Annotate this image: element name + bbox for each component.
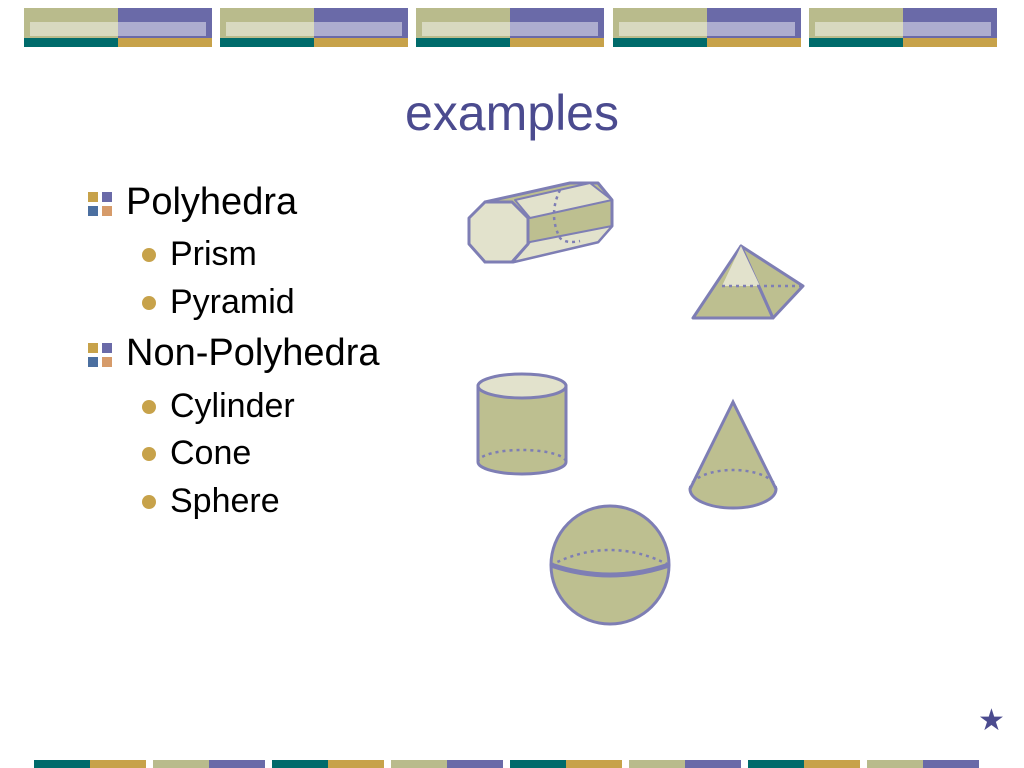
bottom-decorative-band [34,760,979,768]
band-tile [748,760,860,768]
band-tile [34,760,146,768]
pyramid-illustration [691,244,805,320]
bullet-cylinder: Cylinder [170,387,295,425]
gold-dot-icon [142,447,156,461]
gold-dot-icon [142,248,156,262]
bullet-prism: Prism [170,235,257,273]
bullet-pyramid: Pyramid [170,283,295,321]
quartered-square-icon [88,343,112,367]
cone-illustration [688,398,778,510]
band-tile [391,760,503,768]
band-tile [272,760,384,768]
star-icon: ★ [978,704,1005,737]
slide-title: examples [405,85,619,141]
gold-dot-icon [142,495,156,509]
band-tile [867,760,979,768]
prism-illustration [467,181,614,264]
cylinder-illustration [476,372,568,476]
band-tile [416,8,604,47]
band-tile [629,760,741,768]
bullet-polyhedra: Polyhedra [126,181,298,223]
band-tile [24,8,212,47]
bullet-sphere: Sphere [170,482,280,520]
gold-dot-icon [142,400,156,414]
sphere-illustration [549,504,671,626]
bullet-cone: Cone [170,434,252,472]
quartered-square-icon [88,192,112,216]
band-tile [220,8,408,47]
band-tile [510,760,622,768]
band-tile [809,8,997,47]
top-decorative-band [24,8,997,47]
bullet-non-polyhedra: Non-Polyhedra [126,332,380,374]
gold-dot-icon [142,296,156,310]
band-tile [613,8,801,47]
band-tile [153,760,265,768]
